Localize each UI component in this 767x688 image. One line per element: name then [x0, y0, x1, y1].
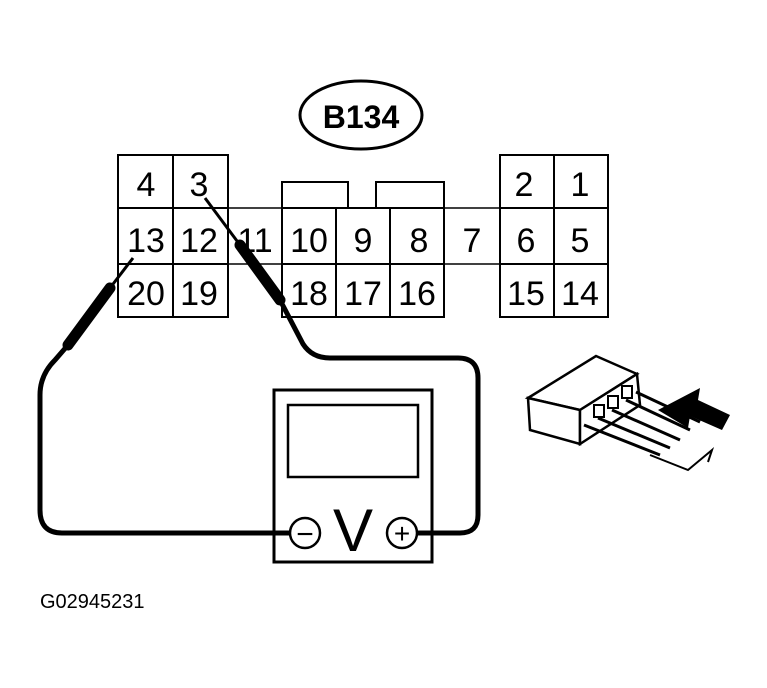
positive-terminal-symbol: + [394, 518, 410, 549]
negative-probe [37, 257, 290, 536]
pin-1: 1 [571, 166, 590, 204]
connector-face [117, 154, 609, 318]
connector-label: B134 [298, 79, 424, 151]
pin-10: 10 [290, 222, 328, 260]
negative-terminal-symbol: − [296, 518, 314, 551]
meter-display [286, 403, 420, 479]
positive-terminal [385, 516, 419, 550]
pin-15: 15 [507, 275, 545, 313]
positive-probe [203, 197, 481, 536]
pin-13: 13 [127, 222, 165, 260]
pin-9: 9 [354, 222, 373, 260]
pin-19: 19 [180, 275, 218, 313]
connector-id: B134 [323, 99, 400, 135]
pin-2: 2 [515, 166, 534, 204]
pin-20: 20 [127, 275, 165, 313]
pin-16: 16 [398, 275, 436, 313]
voltmeter: − + V [272, 388, 434, 564]
figure-id: G02945231 [40, 591, 145, 613]
pin-6: 6 [517, 222, 536, 260]
pin-7: 7 [463, 222, 482, 260]
pin-8: 8 [410, 222, 429, 260]
pin-12: 12 [180, 222, 218, 260]
pin-4: 4 [137, 166, 156, 204]
volt-symbol: V [333, 497, 373, 564]
pin-5: 5 [571, 222, 590, 260]
connector-illustration [524, 354, 715, 472]
pin-3: 3 [190, 166, 209, 204]
pin-17: 17 [344, 275, 382, 313]
pin-numbers: 4 3 2 1 13 12 11 10 9 8 7 6 5 20 19 18 1… [127, 166, 599, 313]
pin-18: 18 [290, 275, 328, 313]
pin-14: 14 [561, 275, 599, 313]
arrow-icon [658, 388, 730, 430]
